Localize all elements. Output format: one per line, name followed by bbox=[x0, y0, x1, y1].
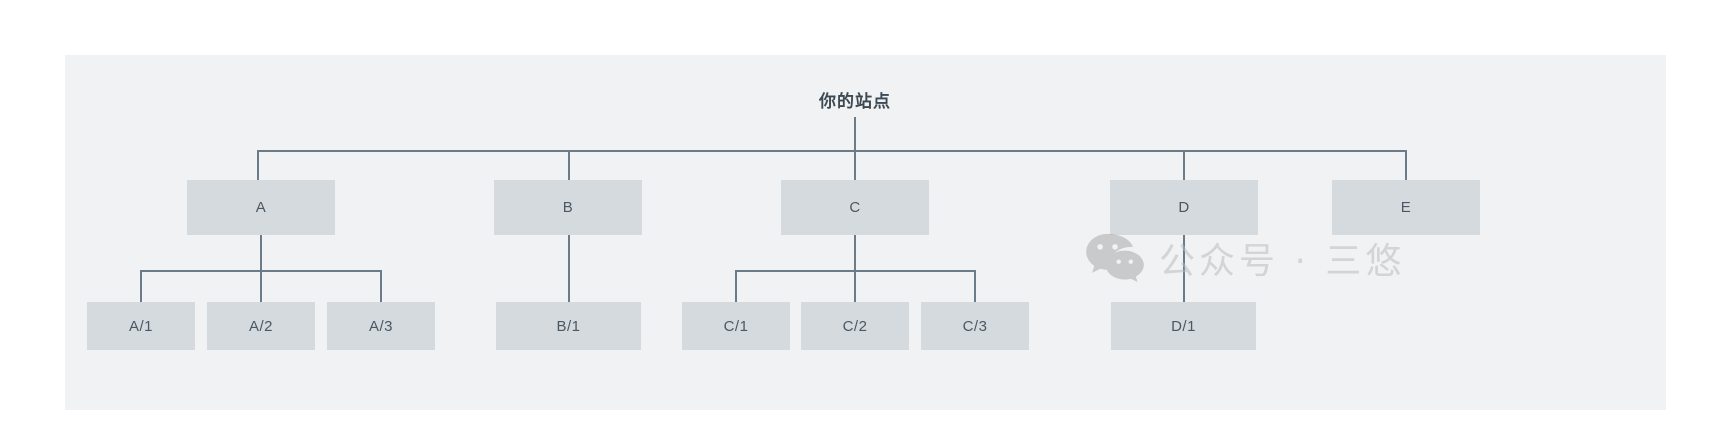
node-b[interactable]: B bbox=[494, 180, 642, 235]
node-b-1[interactable]: B/1 bbox=[496, 302, 653, 362]
connector-a1-stem bbox=[140, 270, 142, 302]
node-a-2[interactable]: A/2 bbox=[207, 302, 315, 350]
connector-stem-a bbox=[257, 150, 259, 180]
node-e[interactable]: E bbox=[1332, 180, 1480, 235]
node-root-label: 你的站点 bbox=[819, 91, 891, 111]
node-c-2-label: C/2 bbox=[842, 317, 868, 335]
node-d-label: D bbox=[1178, 199, 1190, 216]
connector-b-stem-down bbox=[568, 235, 570, 302]
node-c-label: C bbox=[849, 199, 861, 216]
node-c-1[interactable]: C/1 bbox=[682, 302, 790, 350]
connector-stem-e bbox=[1405, 150, 1407, 180]
node-e-label: E bbox=[1400, 199, 1412, 216]
node-b-1-label: B/1 bbox=[556, 317, 581, 335]
node-d[interactable]: D bbox=[1110, 180, 1258, 235]
node-c-1-label: C/1 bbox=[723, 317, 749, 335]
node-a[interactable]: A bbox=[187, 180, 335, 235]
connector-c3-stem bbox=[974, 270, 976, 302]
connector-stem-d bbox=[1183, 150, 1185, 180]
connector-a2-stem bbox=[260, 270, 262, 302]
node-a-label: A bbox=[255, 199, 267, 216]
sitemap-canvas: 你的站点 A B C D E A/1 A/2 A/3 B/1 bbox=[65, 55, 1666, 410]
node-c[interactable]: C bbox=[781, 180, 929, 235]
connector-root-stem bbox=[854, 117, 856, 150]
node-a-1[interactable]: A/1 bbox=[87, 302, 195, 350]
node-d-1[interactable]: D/1 bbox=[1111, 302, 1268, 362]
node-root[interactable]: 你的站点 bbox=[750, 83, 960, 115]
node-d-1-label: D/1 bbox=[1171, 317, 1196, 335]
connector-c2-stem bbox=[854, 270, 856, 302]
connector-a3-stem bbox=[380, 270, 382, 302]
node-c-3-label: C/3 bbox=[962, 317, 988, 335]
connector-a-stem-down bbox=[260, 235, 262, 270]
node-a-2-label: A/2 bbox=[248, 317, 273, 335]
connector-stem-b bbox=[568, 150, 570, 180]
connector-level1-bus bbox=[257, 150, 1407, 152]
node-a-3[interactable]: A/3 bbox=[327, 302, 435, 350]
node-b-label: B bbox=[562, 199, 574, 216]
node-c-2[interactable]: C/2 bbox=[801, 302, 909, 350]
node-a-3-label: A/3 bbox=[368, 317, 393, 335]
node-c-3[interactable]: C/3 bbox=[921, 302, 1029, 350]
connector-c1-stem bbox=[735, 270, 737, 302]
connector-stem-c bbox=[854, 150, 856, 180]
connector-d-stem-down bbox=[1183, 235, 1185, 302]
node-a-1-label: A/1 bbox=[128, 317, 153, 335]
connector-c-stem-down bbox=[854, 235, 856, 270]
